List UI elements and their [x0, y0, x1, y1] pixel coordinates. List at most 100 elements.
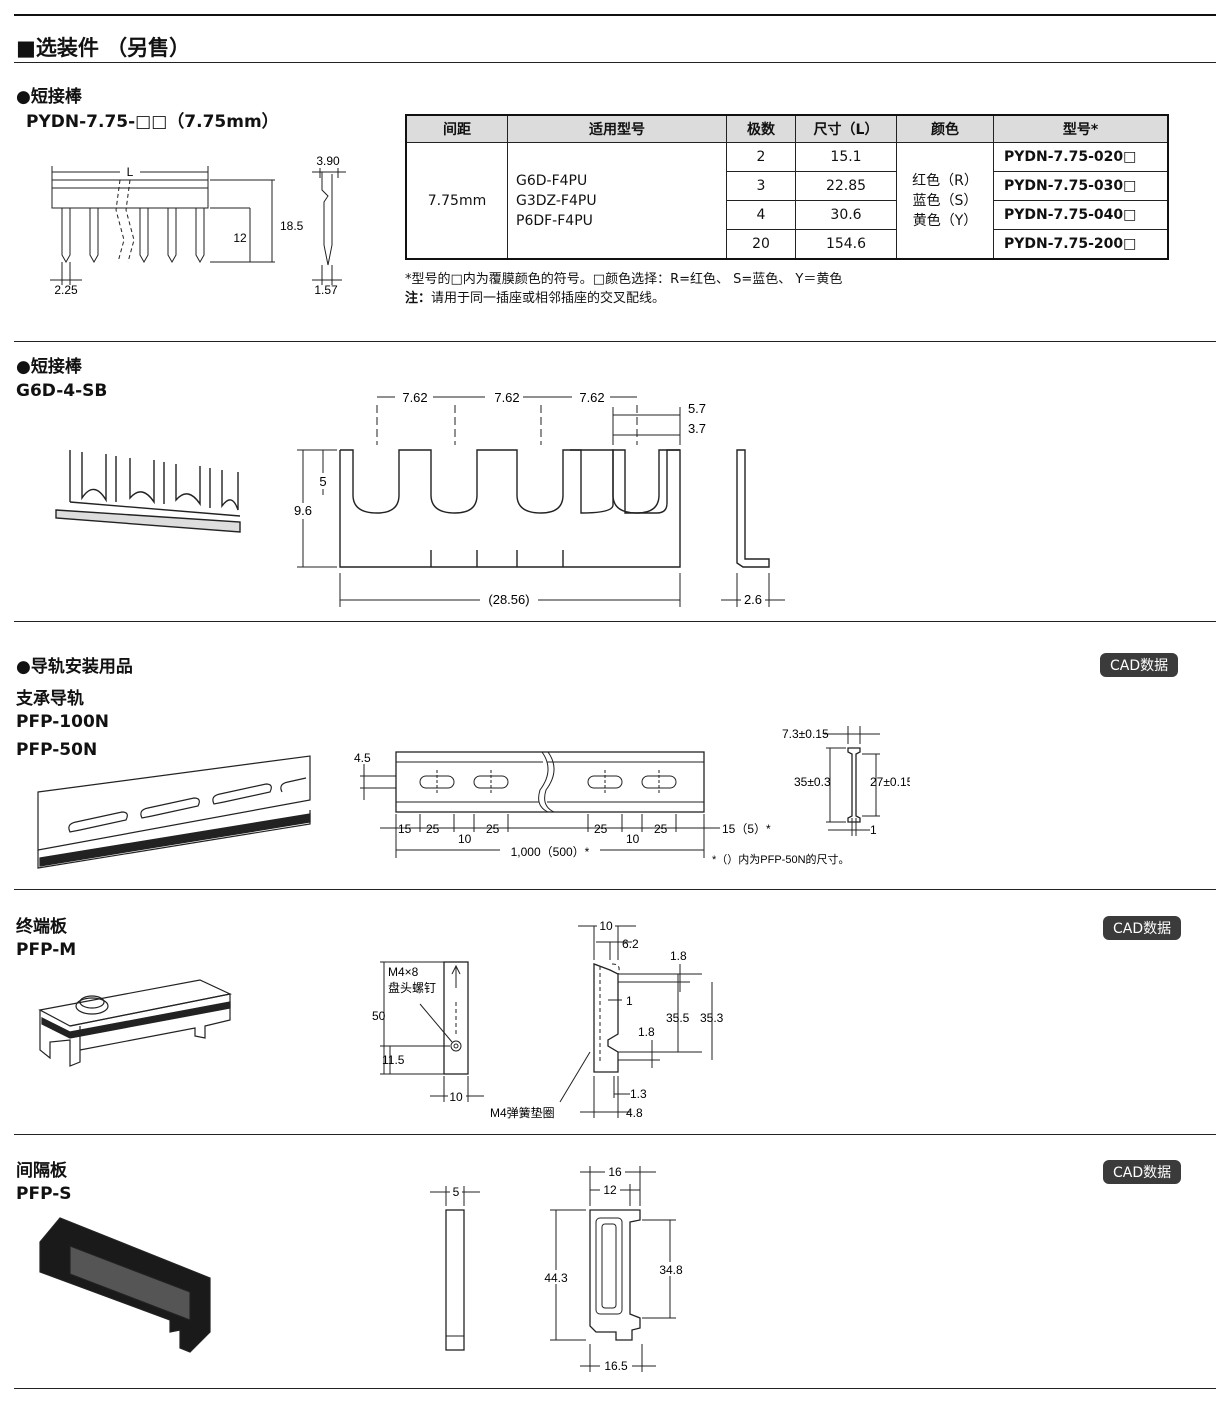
cad-data-button[interactable]: CAD数据	[1103, 1160, 1182, 1184]
dim-label: 1,000（500）*	[511, 845, 590, 859]
g6d-sb-3d-view	[55, 450, 241, 533]
applicable-models-cell: G6D-F4PU G3DZ-F4PU P6DF-F4PU	[507, 142, 727, 260]
dim-label: 1	[626, 994, 633, 1008]
dim-label: 15	[398, 822, 412, 836]
dim-label: 1	[870, 823, 877, 837]
dim-label: 44.3	[544, 1271, 568, 1285]
end-plate-3d-view	[38, 979, 232, 1067]
poles-cell: 20	[726, 229, 796, 260]
dim-label: L	[127, 165, 134, 179]
top-rule	[14, 14, 1216, 16]
table-row: 20 154.6 PYDN-7.75-200□	[406, 229, 1169, 260]
note-text: 请用于同一插座或相邻插座的交叉配线。	[431, 291, 666, 306]
dim-label: 10	[626, 832, 640, 846]
table-header: 颜色	[896, 114, 994, 143]
poles-cell: 2	[726, 142, 796, 172]
dim-label: 4.5	[354, 751, 371, 765]
table-header: 极数	[726, 114, 796, 143]
dim-label: 25	[426, 822, 440, 836]
dim-label: M4弹簧垫圈	[490, 1105, 555, 1120]
dim-label: 1.3	[630, 1087, 647, 1101]
usage-note: 注：请用于同一插座或相邻插座的交叉配线。	[405, 287, 665, 306]
model-cell: PYDN-7.75-200□	[993, 229, 1169, 260]
dim-label: 1.8	[638, 1025, 655, 1039]
section-heading: 终端板	[16, 917, 67, 937]
g6d-sb-front-view: 7.62 7.62 7.62 5.7 3.7 5 9.6 (28.56) 2.6	[289, 390, 785, 608]
sub-heading: 支承导轨	[16, 689, 84, 709]
model-name: PFP-S	[16, 1184, 72, 1204]
section-heading: ●短接棒	[16, 357, 82, 377]
dim-label: 4.8	[626, 1106, 643, 1120]
dim-label: 34.8	[659, 1263, 683, 1277]
dim-label: 35±0.3	[794, 775, 831, 789]
model-name: PFP-50N	[16, 740, 98, 760]
dim-label: 18.5	[280, 219, 304, 233]
dim-label: 2.25	[54, 283, 78, 297]
cad-data-button[interactable]: CAD数据	[1103, 916, 1182, 940]
applicable-model: G6D-F4PU	[516, 172, 588, 189]
model-name: PFP-M	[16, 940, 77, 960]
dim-label: 5.7	[688, 401, 706, 416]
table-header: 间距	[405, 114, 508, 143]
color-option: 红色（R）	[912, 172, 978, 189]
dim-label: 3.90	[316, 154, 340, 168]
section-divider	[14, 889, 1216, 890]
model-name: G6D-4-SB	[16, 381, 108, 401]
dim-label: 11.5	[382, 1053, 405, 1067]
size-cell: 15.1	[795, 142, 897, 172]
table-row: 4 30.6 PYDN-7.75-040□	[406, 200, 1169, 230]
size-cell: 154.6	[795, 229, 897, 260]
dim-label: 1.57	[314, 283, 338, 297]
rail-front-view: 4.5 15 25 10 25 25 10 25 15（5）* 1,000（50…	[354, 726, 910, 866]
spacer-3d-view	[39, 1217, 211, 1353]
size-cell: 22.85	[795, 171, 897, 201]
dim-label: 12	[603, 1183, 617, 1197]
dim-label: 3.7	[688, 421, 706, 436]
dim-label: 10	[599, 919, 613, 933]
dim-label: 15（5）*	[722, 822, 771, 836]
dim-label: 6.2	[622, 937, 639, 951]
table-row: 7.75mm G6D-F4PU G3DZ-F4PU P6DF-F4PU 2 15…	[405, 142, 1169, 260]
cad-data-button[interactable]: CAD数据	[1100, 653, 1179, 677]
poles-cell: 4	[726, 200, 796, 230]
model-cell: PYDN-7.75-030□	[993, 171, 1169, 201]
dim-label: 16	[608, 1165, 622, 1179]
model-cell: PYDN-7.75-020□	[993, 142, 1169, 172]
table-footnote: *型号的□内为覆膜颜色的符号。□颜色选择：R=红色、 S=蓝色、 Y＝黄色	[405, 272, 843, 287]
rail-3d-view	[37, 755, 311, 869]
dim-label: 35.3	[700, 1011, 724, 1025]
dim-label: 7.62	[579, 390, 604, 405]
dim-label: 10	[449, 1090, 463, 1104]
spec-table: 间距 适用型号 极数 尺寸（L） 颜色 型号* 7.75mm G6D-F4PU …	[405, 114, 1169, 260]
footnote: *（）内为PFP-50N的尺寸。	[712, 852, 850, 866]
dim-label: 7.62	[402, 390, 427, 405]
applicable-model: P6DF-F4PU	[516, 212, 593, 229]
dim-label: 1.8	[670, 949, 687, 963]
dim-label: 5	[453, 1185, 460, 1199]
dim-label: 12	[233, 231, 247, 245]
dim-label: 7.62	[494, 390, 519, 405]
dim-label: 27±0.15	[870, 775, 910, 789]
color-option: 黄色（Y）	[912, 212, 978, 229]
end-plate-dimension-views: M4×8 盘头螺钉 50 11.5 10 M4弹簧垫圈 10 6.2 1.8 1…	[372, 919, 724, 1120]
dim-label: 50	[372, 1009, 386, 1023]
title-rule	[14, 62, 1216, 63]
dim-label: 5	[319, 474, 326, 489]
model-name: PFP-100N	[16, 712, 110, 732]
dim-label: M4×8	[388, 965, 419, 979]
section-heading: ●导轨安装用品	[16, 657, 133, 677]
section-divider	[14, 1134, 1216, 1135]
applicable-model: G3DZ-F4PU	[516, 192, 597, 209]
model-cell: PYDN-7.75-040□	[993, 200, 1169, 230]
dim-label: (28.56)	[488, 592, 529, 607]
table-header: 尺寸（L）	[795, 114, 897, 143]
dim-label: 10	[458, 832, 472, 846]
poles-cell: 3	[726, 171, 796, 201]
dim-label: 35.5	[666, 1011, 690, 1025]
page-title: ■选装件 （另售）	[16, 36, 191, 60]
dim-label: 7.3±0.15	[782, 727, 829, 741]
pitch-cell: 7.75mm	[405, 142, 508, 260]
dim-label: 盘头螺钉	[388, 980, 436, 995]
section-heading: 间隔板	[16, 1161, 67, 1181]
bottom-rule	[14, 1388, 1216, 1389]
